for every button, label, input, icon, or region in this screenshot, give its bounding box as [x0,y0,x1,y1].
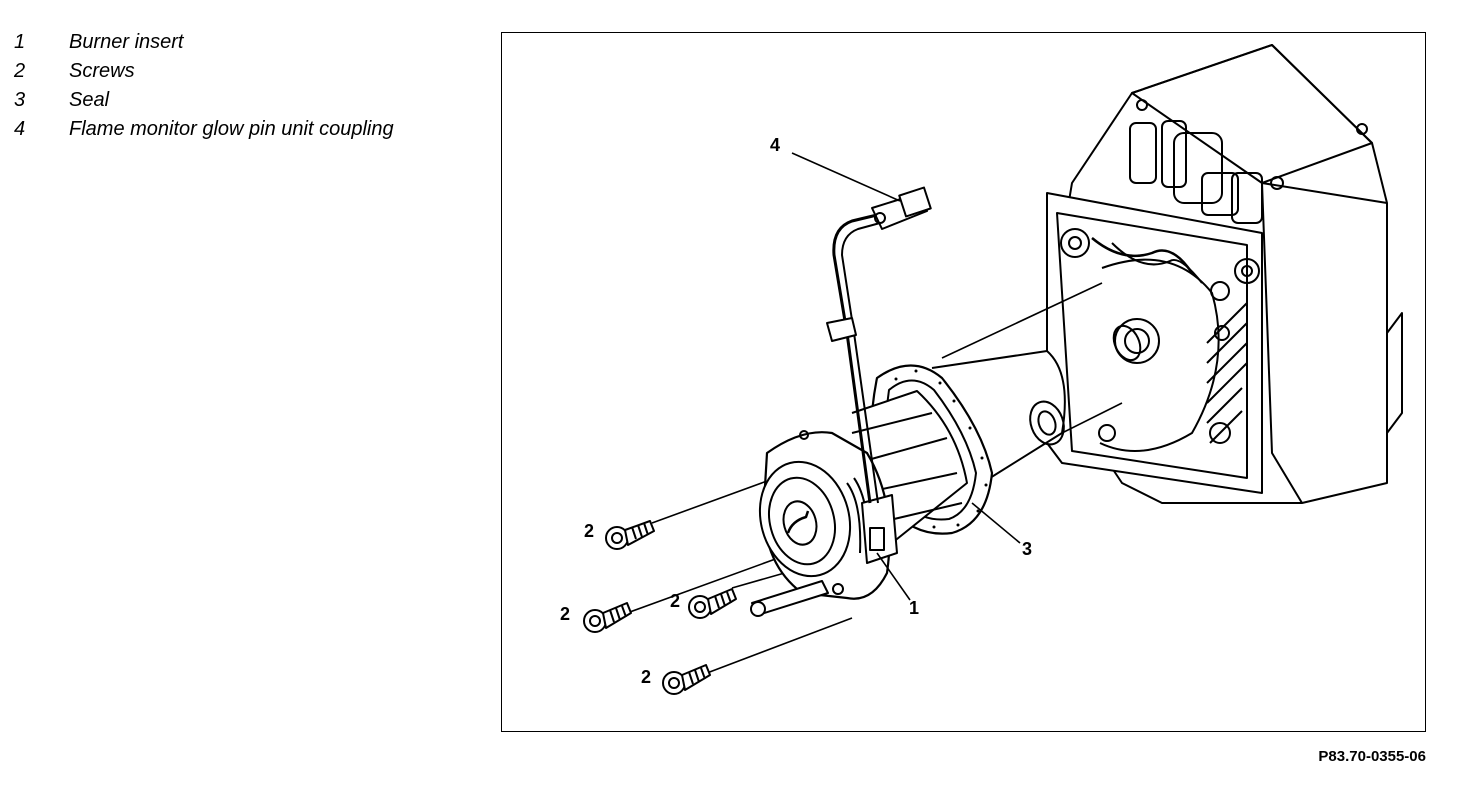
legend-label: Screws [69,60,135,82]
legend-list: 1 Burner insert 2 Screws 3 Seal 4 Flame … [14,28,394,144]
callout-3: 3 [1022,539,1032,559]
exploded-view-drawing: 4 1 3 2 2 2 2 [560,44,1403,695]
callout-2: 2 [560,604,570,624]
callout-1: 1 [909,598,919,618]
callout-4: 4 [770,135,780,155]
legend-number: 2 [14,60,26,82]
legend-item-coupling: 4 Flame monitor glow pin unit coupling [14,115,394,144]
legend-item-seal: 3 Seal [14,86,394,115]
legend-item-screws: 2 Screws [14,57,394,86]
legend-item-burner-insert: 1 Burner insert [14,28,394,57]
burner-insert [750,390,968,617]
legend-number: 4 [14,118,26,140]
callout-2: 2 [584,521,594,541]
legend-label: Flame monitor glow pin unit coupling [69,118,394,140]
legend-label: Seal [69,89,110,111]
screw [688,588,737,619]
legend-label: Burner insert [69,31,184,53]
callout-2: 2 [641,667,651,687]
combustion-tube [931,324,1142,484]
heater-housing [1046,44,1403,504]
screw [605,520,655,550]
exploded-view-figure: 4 1 3 2 2 2 2 [501,32,1426,732]
leader-lines [791,152,1021,601]
screw [583,602,632,633]
screw [662,664,711,695]
glow-pin-cable [826,186,932,504]
legend-number: 1 [14,31,26,53]
figure-reference: P83.70-0355-06 [1318,748,1426,765]
legend-number: 3 [14,89,26,111]
callout-2: 2 [670,591,680,611]
